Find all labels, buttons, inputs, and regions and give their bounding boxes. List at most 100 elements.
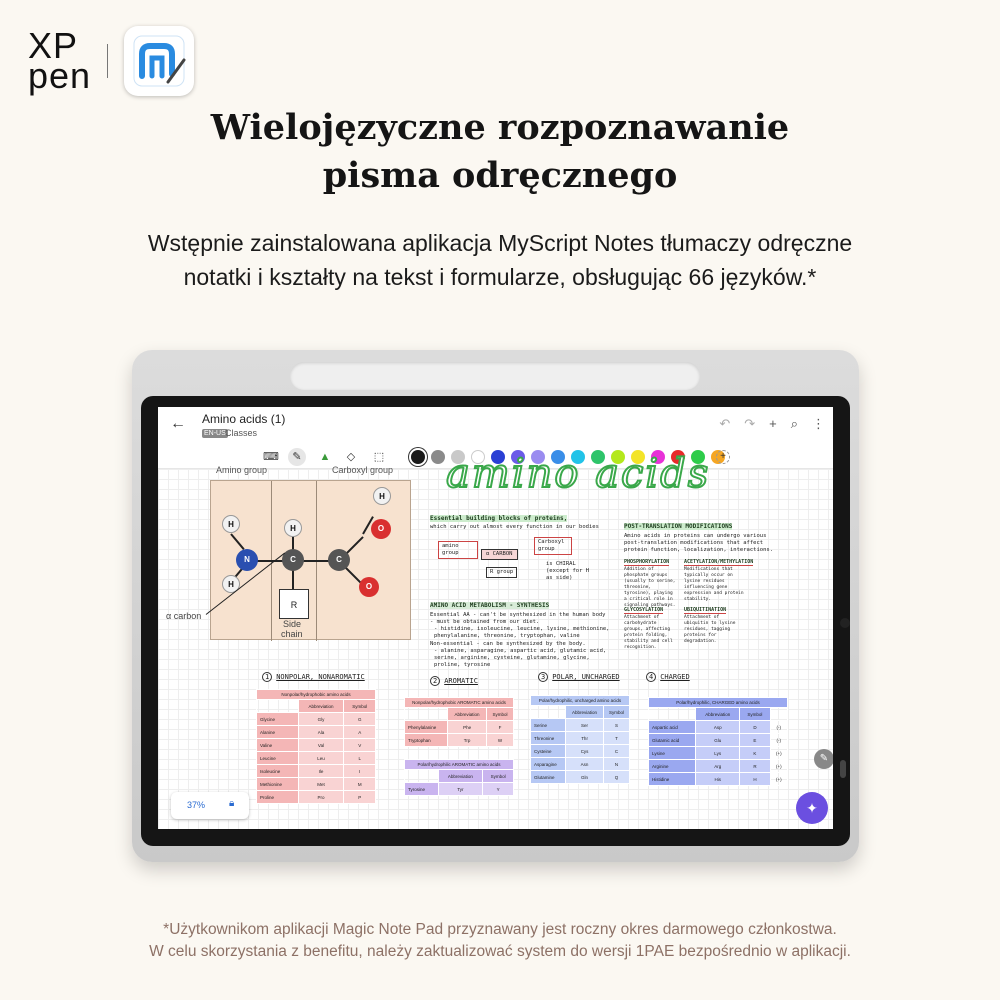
table-cell: L	[343, 751, 376, 765]
table-cell: G	[343, 712, 376, 726]
brand-divider	[107, 44, 109, 78]
redo-icon[interactable]: ↷	[744, 416, 756, 431]
table-header-cell	[647, 707, 697, 721]
sparkle-icon[interactable]: ✦	[796, 792, 828, 824]
color-swatch[interactable]	[591, 450, 605, 464]
alpha-carbon-label: α carbon	[166, 611, 202, 621]
note-ptm-heading: POST-TRANSLATION MODIFICATIONS	[624, 523, 733, 530]
pen-icon[interactable]: ✎	[288, 448, 306, 466]
pencil-icon[interactable]: ✎	[814, 749, 833, 769]
table-cell: S	[602, 718, 631, 732]
table-cell: Leucine	[256, 751, 299, 765]
table-cell: Threonine	[529, 731, 567, 745]
table-cell: Gln	[565, 770, 604, 784]
table-cell: Phe	[447, 720, 488, 734]
table-cell: His	[695, 772, 741, 786]
footnote-line-2: W celu skorzystania z benefitu, należy z…	[149, 943, 851, 960]
color-swatch[interactable]	[451, 450, 465, 464]
color-swatch[interactable]	[611, 450, 625, 464]
document-title[interactable]: Amino acids (1)	[202, 412, 286, 426]
note-phos-heading: PHOSPHORYLATION	[624, 559, 670, 566]
note-canvas[interactable]: Amino group Carboxyl group H H N H C C O…	[158, 450, 833, 829]
table-cell: (+)	[769, 759, 789, 773]
note-phos-text: Addition of phosphate groups (usually to…	[624, 567, 676, 608]
table-cell: Lysine	[647, 746, 697, 760]
color-swatch[interactable]	[671, 450, 685, 464]
keyboard-icon[interactable]: ⌨	[263, 451, 279, 463]
note-metabolism-heading: AMINO ACID METABOLISM - SYNTHESIS	[430, 602, 550, 609]
table-header-cell: Abbreviation	[297, 699, 345, 713]
back-arrow-icon[interactable]: ←	[170, 415, 186, 432]
color-swatch[interactable]	[471, 450, 485, 464]
note-glyc-text: Attachment of carbohydrate groups, affec…	[624, 615, 673, 650]
subheadline-line-2: notatki i kształty na tekst i formularze…	[183, 264, 817, 290]
table-cell: Lys	[695, 746, 741, 760]
color-swatch[interactable]	[651, 450, 665, 464]
table-header-cell: Abbreviation	[565, 705, 604, 719]
color-swatch[interactable]	[571, 450, 585, 464]
headline-line-1: Wielojęzyczne rozpoznawanie	[210, 107, 790, 148]
brand-bar: XP pen	[28, 26, 195, 96]
headline-line-2: pisma odręcznego	[322, 155, 678, 196]
table-cell: E	[739, 733, 771, 747]
undo-icon[interactable]: ↶	[719, 416, 731, 431]
search-icon[interactable]: ⌕	[790, 416, 798, 431]
more-icon[interactable]: ⋮	[812, 416, 825, 431]
color-swatch[interactable]	[531, 450, 545, 464]
table-cell: H	[739, 772, 771, 786]
section-3-title: POLAR, UNCHARGED	[552, 673, 620, 681]
zoom-indicator[interactable]: 37% 🔒︎	[171, 792, 249, 819]
oxygen-atom: O	[359, 577, 379, 597]
big-title-handwriting: amino acids	[445, 450, 711, 498]
note-metabolism-text: Essential AA - can't be synthesized in t…	[430, 612, 606, 625]
section-4-num: 4	[646, 672, 657, 682]
table-cell: Gly	[297, 712, 345, 726]
color-swatch[interactable]	[691, 450, 705, 464]
table-cell: Histidine	[647, 772, 697, 786]
table-cell: Thr	[565, 731, 604, 745]
pen-toolbar: ⌨ ✎ ▲ ◇ ⬚ +	[158, 445, 833, 469]
table-header-cell	[769, 707, 789, 721]
color-swatch[interactable]	[411, 450, 425, 464]
table-cell: Ile	[297, 764, 345, 778]
color-swatch[interactable]	[631, 450, 645, 464]
camera-dot	[840, 618, 850, 628]
table-caption: Polar/hydrophilic, uncharged amino acids	[530, 695, 630, 706]
table-cell: Val	[297, 738, 345, 752]
table-header-cell: Abbreviation	[437, 769, 484, 783]
table-cell: C	[602, 744, 631, 758]
color-swatch[interactable]	[491, 450, 505, 464]
note-nonessential: Non-essential - can be synthesized by th…	[430, 641, 586, 647]
note-amino-group: amino group	[438, 541, 478, 559]
lock-icon[interactable]: 🔒︎	[229, 798, 235, 809]
add-color-icon[interactable]: +	[716, 450, 730, 464]
color-swatch[interactable]	[511, 450, 525, 464]
note-r-group: R group	[486, 567, 518, 578]
table-cell: (-)	[769, 733, 789, 747]
color-swatch[interactable]	[551, 450, 565, 464]
add-icon[interactable]: +	[769, 416, 777, 431]
table-cell: Q	[602, 770, 631, 784]
table-cell: Arginine	[647, 759, 697, 773]
eraser-icon[interactable]: ◇	[346, 451, 356, 463]
table-cell: M	[343, 777, 376, 791]
table-cell: Methionine	[256, 777, 299, 791]
color-swatch[interactable]	[431, 450, 445, 464]
highlighter-icon[interactable]: ▲	[319, 451, 331, 463]
note-carboxyl-group: Carboxyl group	[534, 537, 572, 555]
folder-name[interactable]: Classes	[225, 428, 258, 438]
lasso-icon[interactable]: ⬚	[373, 451, 385, 463]
table-cell: Glutamine	[529, 770, 567, 784]
